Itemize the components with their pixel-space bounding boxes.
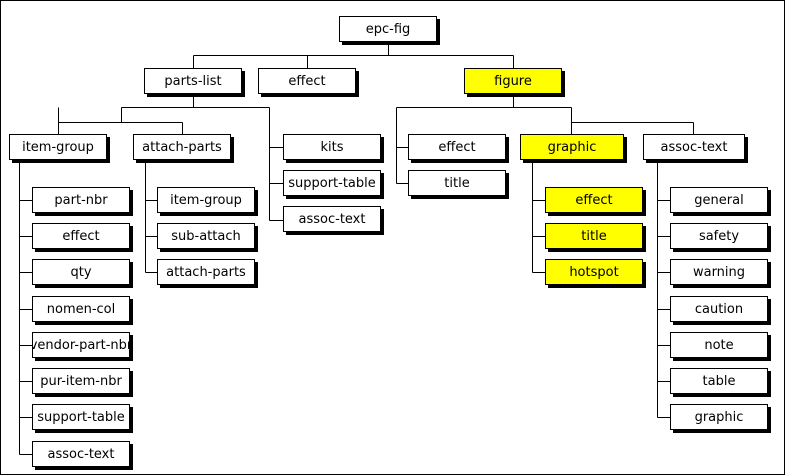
node-item-group-assoc-text: assoc-text: [32, 441, 130, 467]
node-item-group-support-table: support-table: [32, 404, 130, 430]
node-note: note: [670, 332, 768, 358]
node-figure-title: title: [408, 170, 506, 196]
node-part-nbr: part-nbr: [32, 187, 130, 213]
node-assoc-graphic: graphic: [670, 404, 768, 430]
node-assoc-text: assoc-text: [283, 206, 381, 232]
node-support-table: support-table: [283, 170, 381, 196]
node-hotspot: hotspot: [545, 259, 643, 285]
node-graphic-title: title: [545, 223, 643, 249]
node-item-group-effect: effect: [32, 223, 130, 249]
node-caution: caution: [670, 296, 768, 322]
node-qty: qty: [32, 259, 130, 285]
node-figure-effect: effect: [408, 134, 506, 160]
node-attach-item-group: item-group: [157, 187, 255, 213]
node-attach-attach-parts: attach-parts: [157, 259, 255, 285]
node-table: table: [670, 368, 768, 394]
node-pur-item-nbr: pur-item-nbr: [32, 368, 130, 394]
node-kits: kits: [283, 134, 381, 160]
node-sub-attach: sub-attach: [157, 223, 255, 249]
node-item-group: item-group: [9, 134, 107, 160]
node-graphic-effect: effect: [545, 187, 643, 213]
node-safety: safety: [670, 223, 768, 249]
node-attach-parts: attach-parts: [133, 134, 231, 160]
node-vendor-part-nbr: vendor-part-nbr: [32, 332, 130, 358]
node-graphic: graphic: [520, 134, 624, 160]
node-general: general: [670, 187, 768, 213]
node-epc-fig: epc-fig: [339, 16, 437, 42]
node-figure-assoc-text: assoc-text: [643, 134, 745, 160]
node-parts-list: parts-list: [144, 68, 242, 94]
node-effect: effect: [258, 68, 356, 94]
node-warning: warning: [670, 259, 768, 285]
node-figure: figure: [464, 68, 562, 94]
node-nomen-col: nomen-col: [32, 296, 130, 322]
